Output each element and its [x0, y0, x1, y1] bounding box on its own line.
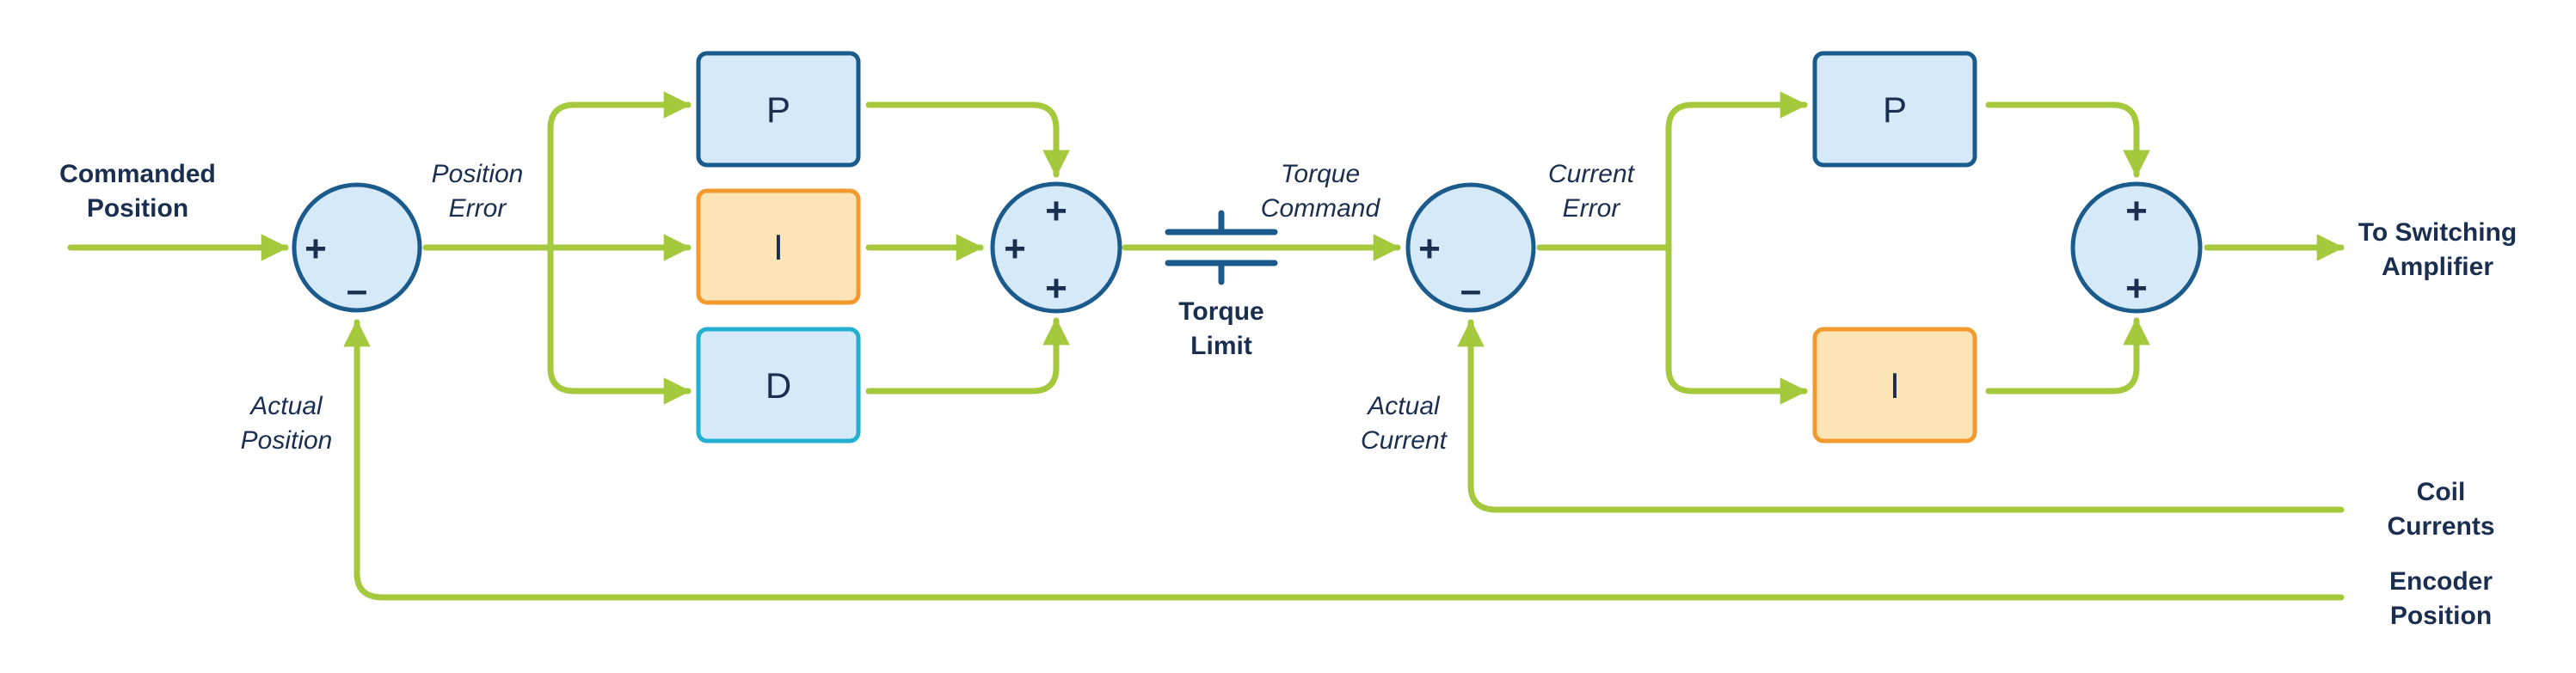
svg-text:Error: Error	[449, 194, 507, 223]
position-i-block: I	[696, 188, 861, 305]
current-error-label: Current Error	[1548, 160, 1636, 223]
p2-to-summer	[1985, 101, 2150, 178]
svg-text:To Switching: To Switching	[2358, 218, 2517, 247]
i2-to-summer	[1985, 317, 2150, 395]
svg-text:Position: Position	[432, 160, 524, 188]
pid-output-summer: + + +	[990, 181, 1122, 314]
position-summer-minus: –	[347, 269, 367, 311]
svg-text:Current: Current	[1361, 426, 1448, 455]
svg-text:Coil: Coil	[2417, 478, 2466, 506]
svg-text:Error: Error	[1563, 194, 1621, 223]
torque-command-label: Torque Command	[1261, 160, 1381, 223]
branch-to-p2	[1665, 91, 1808, 251]
pid-summer-plus-left: +	[1004, 228, 1026, 270]
actual-current-label: Actual Current	[1361, 392, 1448, 455]
svg-text:Actual: Actual	[1366, 392, 1441, 420]
current-summer: + –	[1405, 182, 1536, 313]
position-p-block: P	[696, 51, 861, 168]
branch-to-d1	[547, 244, 692, 405]
actual-position-label: Actual Position	[241, 392, 333, 455]
svg-text:Position: Position	[2390, 602, 2492, 630]
position-i-label: I	[773, 227, 784, 267]
svg-text:Command: Command	[1261, 194, 1381, 223]
svg-text:Commanded: Commanded	[59, 160, 216, 188]
position-p-label: P	[766, 89, 790, 130]
svg-text:Currents: Currents	[2387, 512, 2494, 541]
position-error-label: Position Error	[432, 160, 524, 223]
position-d-block: D	[696, 327, 861, 444]
svg-text:Actual: Actual	[249, 392, 323, 420]
svg-text:Position: Position	[241, 426, 333, 455]
svg-text:Current: Current	[1548, 160, 1636, 188]
branch-to-i2	[1665, 244, 1808, 405]
current-summer-minus: –	[1460, 269, 1481, 311]
position-d-label: D	[765, 365, 791, 406]
svg-text:Encoder: Encoder	[2389, 567, 2493, 596]
svg-text:Limit: Limit	[1190, 332, 1252, 360]
branch-to-p1	[547, 91, 692, 251]
torque-limit-label: Torque Limit	[1178, 297, 1263, 360]
pi-summer-plus-bottom: +	[2125, 267, 2148, 309]
pi-summer-plus-top: +	[2125, 190, 2148, 232]
coil-currents-label: Coil Currents	[2387, 478, 2494, 541]
pid-summer-plus-top: +	[1045, 190, 1067, 232]
commanded-position-label: Commanded Position	[59, 160, 216, 223]
encoder-position-label: Encoder Position	[2389, 567, 2493, 630]
current-summer-plus: +	[1418, 228, 1441, 270]
pi-output-summer: + +	[2070, 181, 2203, 314]
signal-lines	[67, 91, 2345, 601]
current-p-block: P	[1812, 51, 1977, 168]
svg-text:Torque: Torque	[1281, 160, 1360, 188]
coil-current-feedback-line	[1457, 319, 2345, 513]
pid-summer-plus-bottom: +	[1045, 267, 1067, 309]
svg-text:Amplifier: Amplifier	[2382, 253, 2493, 281]
position-summer-plus: +	[304, 228, 327, 270]
current-p-label: P	[1883, 89, 1907, 130]
switching-amplifier-label: To Switching Amplifier	[2358, 218, 2517, 281]
d1-to-summer	[865, 317, 1070, 395]
torque-limit-symbol	[1165, 210, 1278, 285]
current-i-label: I	[1890, 365, 1900, 406]
p1-to-summer	[865, 101, 1070, 178]
encoder-position-feedback-line	[343, 319, 2345, 601]
svg-text:Position: Position	[87, 194, 188, 223]
current-i-block: I	[1812, 327, 1977, 444]
position-summer: + –	[292, 182, 422, 313]
svg-text:Torque: Torque	[1178, 297, 1263, 326]
